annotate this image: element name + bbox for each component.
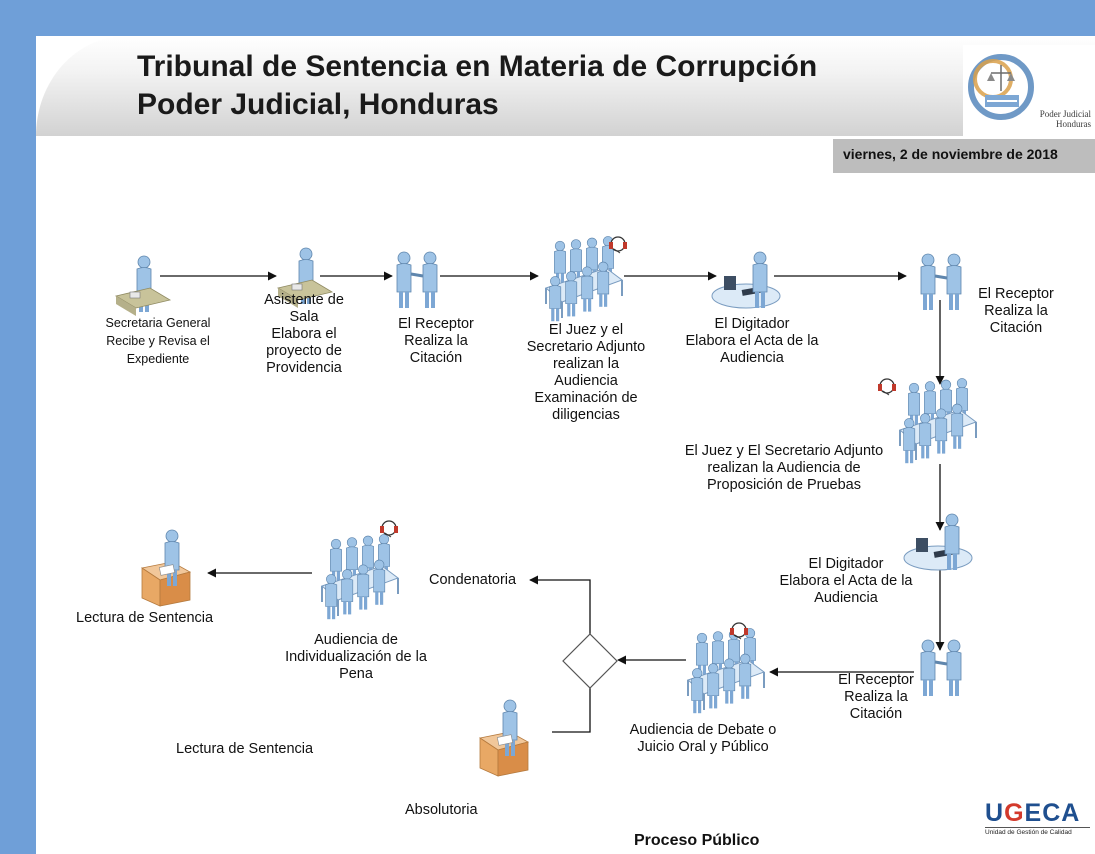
date-bar: viernes, 2 de noviembre de 2018 — [833, 139, 1095, 173]
debate-meeting-icon — [688, 628, 764, 713]
digitador-computer-icon — [712, 252, 780, 308]
top-frame-bar — [0, 0, 1095, 36]
outcome-condenatoria: Condenatoria — [429, 572, 517, 588]
headset-icon — [877, 378, 897, 396]
individualizacion-meeting-icon — [322, 534, 398, 619]
line-decision-absolutoria — [552, 688, 591, 733]
left-frame-bar — [0, 0, 36, 854]
svg-text:Poder Judicial: Poder Judicial — [1040, 109, 1092, 119]
lectura-sentencia-label: Lectura de Sentencia — [76, 610, 214, 626]
ugeca-logo: UGECA Unidad de Gestión de Calidad — [985, 800, 1090, 836]
juez2-meeting-icon — [900, 378, 976, 463]
page-title: Tribunal de Sentencia en Materia de Corr… — [137, 50, 818, 83]
receptor-handshake-icon — [397, 252, 437, 308]
page-subtitle: Poder Judicial, Honduras — [137, 88, 499, 121]
lectura-sentencia-label: Lectura de Sentencia — [176, 741, 314, 757]
receptor2-handshake-icon — [921, 254, 961, 310]
poder-judicial-logo: Poder Judicial Honduras — [963, 45, 1095, 142]
date-text: viernes, 2 de noviembre de 2018 — [843, 146, 1058, 162]
absolutoria-judge-desk-icon — [480, 700, 528, 776]
juez-meeting-icon — [546, 236, 622, 321]
arrow-decision-condenatoria — [529, 575, 591, 635]
secretaria-desk-icon — [116, 256, 170, 316]
header-panel — [36, 36, 1095, 136]
decision-diamond — [562, 633, 618, 689]
footer-caption: Proceso Público — [634, 832, 760, 849]
receptor3-handshake-icon — [921, 640, 961, 696]
outcome-absolutoria: Absolutoria — [405, 802, 478, 818]
digitador2-computer-icon — [904, 514, 972, 570]
svg-text:Honduras: Honduras — [1056, 119, 1091, 129]
lectura-judge-desk-icon — [142, 530, 190, 606]
